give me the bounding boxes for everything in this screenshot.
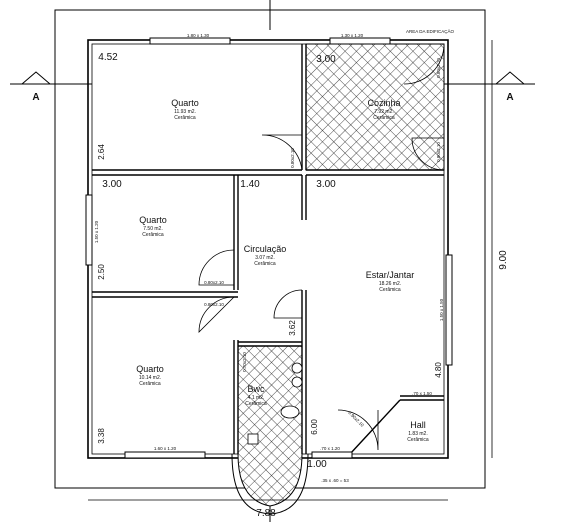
svg-text:Cerâmica: Cerâmica xyxy=(174,115,196,121)
svg-text:11.93 m2.: 11.93 m2. xyxy=(174,109,196,115)
bathroom-floor-hatch xyxy=(237,345,303,507)
section-marker-right: A xyxy=(444,71,535,103)
door-swings xyxy=(198,43,445,451)
svg-text:4.1 m2.: 4.1 m2. xyxy=(248,395,265,401)
dim-left-window: 1.50 x 1.20 xyxy=(94,220,99,243)
header-note: AREA DA EDIFICAÇÃO xyxy=(406,28,455,34)
door-label-1: 0.80x2.10 xyxy=(290,148,295,168)
svg-text:Cerâmica: Cerâmica xyxy=(142,232,164,238)
dim-3-00-kitchen: 3.00 xyxy=(316,54,336,65)
dim-3-38: 3.38 xyxy=(97,428,106,444)
svg-text:Cozinha: Cozinha xyxy=(367,98,400,108)
svg-text:3.07 m2.: 3.07 m2. xyxy=(255,255,274,261)
dim-1-40: 1.40 xyxy=(240,179,260,190)
svg-text:Quarto: Quarto xyxy=(171,98,199,108)
windows xyxy=(85,37,453,459)
svg-text:Cerâmica: Cerâmica xyxy=(245,401,267,407)
svg-text:Estar/Jantar: Estar/Jantar xyxy=(366,270,415,280)
svg-text:Bwc: Bwc xyxy=(247,384,265,394)
bathroom-fixtures xyxy=(247,362,303,445)
svg-text:Cerâmica: Cerâmica xyxy=(373,115,395,121)
svg-text:1.83 m2.: 1.83 m2. xyxy=(408,431,427,437)
dim-4-52: 4.52 xyxy=(98,52,118,63)
room-estar-jantar: Estar/Jantar 18.26 m2. Cerâmica xyxy=(366,270,415,293)
svg-text:18.26 m2.: 18.26 m2. xyxy=(379,281,401,287)
dim-4-80: 4.80 xyxy=(434,362,443,378)
door-label-3: 0.80x2.10 xyxy=(436,142,441,162)
svg-text:Quarto: Quarto xyxy=(136,364,164,374)
dim-bottom-window: 1.60 x 1.20 xyxy=(154,446,177,451)
svg-text:Cerâmica: Cerâmica xyxy=(139,381,161,387)
room-cozinha: Cozinha 7.92 m2. Cerâmica xyxy=(367,98,400,121)
room-quarto-2: Quarto 7.50 m2. Cerâmica xyxy=(139,215,167,238)
dim-hall-window-top: .70 x 1.50 xyxy=(412,391,432,396)
dim-2-64: 2.64 xyxy=(97,144,106,160)
room-circulacao: Circulação 3.07 m2. Cerâmica xyxy=(244,244,287,267)
svg-text:Quarto: Quarto xyxy=(139,215,167,225)
dim-1-00: 1.00 xyxy=(307,459,327,470)
room-hall: Hall 1.83 m2. Cerâmica xyxy=(407,420,429,443)
svg-text:7.50 m2.: 7.50 m2. xyxy=(143,226,162,232)
section-label-left: A xyxy=(32,92,39,103)
door-label-6: 0.70x2.10 xyxy=(242,352,247,372)
dim-total-width: 7.88 xyxy=(256,508,276,519)
svg-text:Cerâmica: Cerâmica xyxy=(379,287,401,293)
room-quarto-1: Quarto 11.93 m2. Cerâmica xyxy=(171,98,199,121)
door-label-5: 0.80x2.10 xyxy=(204,302,224,307)
dim-right-window: 1.50 x 1.50 xyxy=(439,298,444,321)
dim-3-00-left: 3.00 xyxy=(102,179,122,190)
dim-6-00: 6.00 xyxy=(310,419,319,435)
dim-total-height: 9.00 xyxy=(498,250,509,270)
dim-hall-window-bottom: .70 x 1.20 xyxy=(320,446,340,451)
dim-3-62: 3.62 xyxy=(288,320,297,336)
dim-top-window-1: 1.80 x 1.30 xyxy=(187,33,210,38)
dim-2-50: 2.50 xyxy=(97,264,106,280)
dim-3-00-right: 3.00 xyxy=(316,179,336,190)
interior-walls xyxy=(92,44,444,455)
svg-text:Hall: Hall xyxy=(410,420,426,430)
section-label-right: A xyxy=(506,92,513,103)
svg-text:Circulação: Circulação xyxy=(244,244,287,254)
door-label-4: 0.80x2.10 xyxy=(204,280,224,285)
dim-top-window-2: 1.30 x 1.20 xyxy=(341,33,364,38)
svg-text:Cerâmica: Cerâmica xyxy=(407,437,429,443)
svg-text:7.92 m2.: 7.92 m2. xyxy=(374,109,393,115)
room-bwc: Bwc 4.1 m2. Cerâmica xyxy=(245,384,267,407)
door-label-7: 0.90x2.10 xyxy=(347,410,365,428)
dim-bottom-small: .35 x .60 = 53 xyxy=(321,478,349,483)
room-quarto-3: Quarto 10.14 m2. Cerâmica xyxy=(136,364,164,387)
svg-text:10.14 m2.: 10.14 m2. xyxy=(139,375,161,381)
svg-text:Cerâmica: Cerâmica xyxy=(254,261,276,267)
bath-bay-outline xyxy=(231,453,309,515)
door-label-2: 0.80x2.10 xyxy=(436,58,441,78)
section-marker-left: A xyxy=(10,71,92,103)
